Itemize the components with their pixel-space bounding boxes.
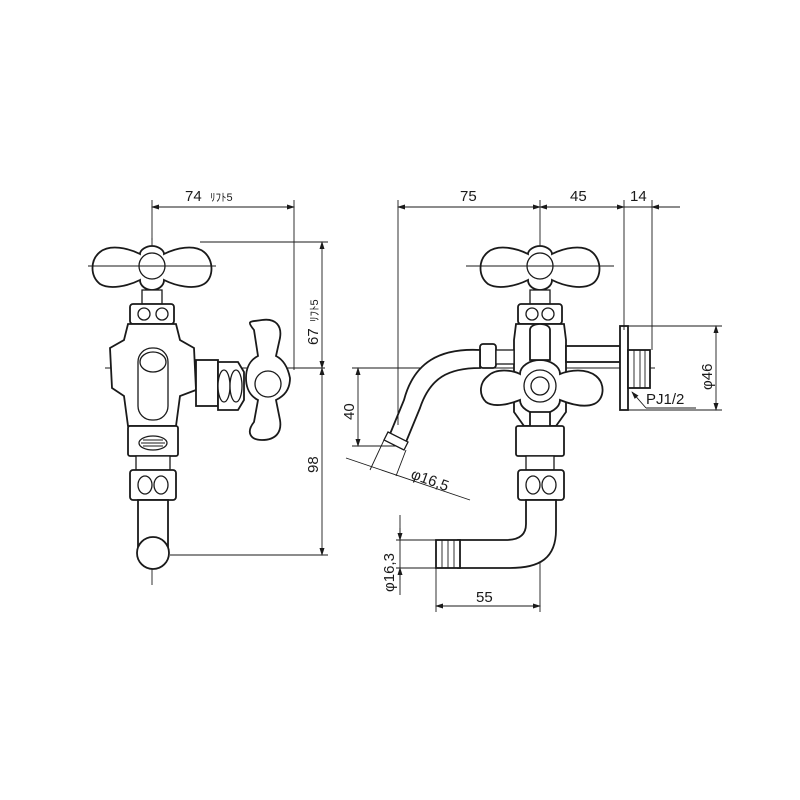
front-body-bore-top xyxy=(139,351,167,373)
front-side-handle xyxy=(245,318,291,441)
front-view: 74 ﾘﾌﾄ5 67 ﾘﾌﾄ5 98 xyxy=(88,188,328,585)
front-side-nut-face-right xyxy=(229,369,243,403)
side-spout xyxy=(383,343,515,451)
dim-front-width-lift: ﾘﾌﾄ5 xyxy=(210,192,233,204)
dim-side-spout-reach: 75 xyxy=(460,188,477,205)
front-strainer-mesh xyxy=(141,439,165,447)
side-wall-pipe xyxy=(565,345,621,363)
dim-side-flange-dia: φ46 xyxy=(628,325,722,411)
side-top-handle xyxy=(466,245,614,305)
front-lower-nut xyxy=(129,469,177,501)
side-lower-nut-boss-left xyxy=(525,475,541,495)
dim-front-height-bottom-value: 98 xyxy=(305,456,322,473)
front-nut-boss-right xyxy=(155,307,169,321)
side-handle-stem xyxy=(529,289,551,305)
dim-bottom-hose-reach-value: 55 xyxy=(476,589,493,606)
dim-side-body: 45 xyxy=(570,188,587,205)
front-side-handle-hub xyxy=(254,370,282,398)
side-front-handle-cap xyxy=(530,376,550,396)
side-thread-stub xyxy=(627,349,651,389)
side-spout-neck xyxy=(495,349,515,365)
dim-side-spout-drop: 40 xyxy=(341,367,400,447)
front-nut-boss-left xyxy=(137,307,151,321)
dim-side-spout-dia: φ16,5 xyxy=(345,439,471,501)
dim-front-height-top-value: 67 xyxy=(305,328,322,345)
side-hose-barb xyxy=(435,539,461,569)
side-spout-tip xyxy=(383,431,409,451)
front-lower-neck xyxy=(135,455,171,471)
side-bonnet-nut xyxy=(517,303,563,325)
dim-side-flange-dia-value: φ46 xyxy=(699,364,716,390)
dim-front-height-bottom: 98 xyxy=(170,367,328,556)
side-lower-neck xyxy=(525,455,555,471)
front-top-handle xyxy=(88,245,216,305)
dim-side-spout-dia-value: φ16,5 xyxy=(409,466,451,495)
dim-bottom-hose-reach: 55 xyxy=(435,568,541,612)
side-lower-coupling xyxy=(515,425,565,457)
front-handle-stem xyxy=(141,289,163,305)
dim-side-flange: 14 xyxy=(630,188,647,205)
side-hose-elbow xyxy=(457,499,557,569)
side-nut-boss-left xyxy=(525,307,539,321)
dim-bottom-hose-dia: φ16,3 xyxy=(381,515,436,595)
front-side-outlet xyxy=(195,359,219,407)
dim-side-thread: PJ1/2 xyxy=(631,391,696,409)
side-wall-flange xyxy=(619,325,629,411)
front-pipe-end xyxy=(136,536,170,570)
side-lower-nut xyxy=(517,469,565,501)
dim-bottom-hose-dia-value: φ16,3 xyxy=(381,553,398,592)
side-lower-nut-boss-right xyxy=(541,475,557,495)
dim-front-height-top-lift: ﾘﾌﾄ5 xyxy=(309,299,321,322)
dim-front-width-value: 74 xyxy=(185,188,202,205)
dim-front-width: 74 ﾘﾌﾄ5 xyxy=(151,188,295,370)
dim-front-height-top: 67 ﾘﾌﾄ5 xyxy=(200,241,328,369)
side-view: 75 45 14 φ46 PJ1/2 40 φ xyxy=(341,188,722,612)
side-nut-boss-right xyxy=(541,307,555,321)
dim-side-thread-value: PJ1/2 xyxy=(646,391,684,408)
side-handle-upper-arm xyxy=(529,323,551,361)
dim-side-spout-drop-value: 40 xyxy=(341,403,358,420)
front-side-nut-face-left xyxy=(217,369,231,403)
dim-side-top: 75 45 14 xyxy=(397,188,680,425)
side-spout-nut xyxy=(479,343,497,369)
front-lower-nut-boss-right xyxy=(153,475,169,495)
side-spout-curve xyxy=(388,348,481,444)
front-lower-nut-boss-left xyxy=(137,475,153,495)
